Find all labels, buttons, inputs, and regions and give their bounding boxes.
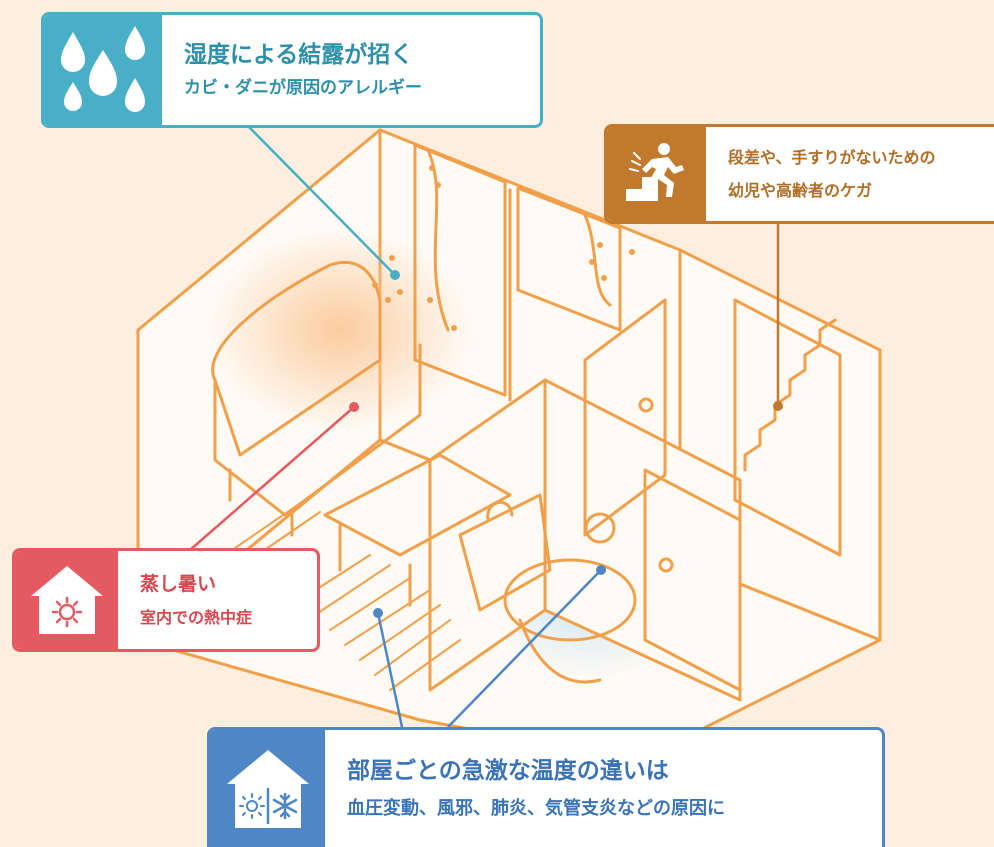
house-sun-icon (15, 551, 118, 649)
toilet-handle (486, 500, 514, 522)
door-knob-2 (658, 557, 674, 573)
curtain-right (583, 213, 612, 307)
dot-heat (349, 402, 359, 412)
sofa-back (211, 260, 382, 457)
temperature-subtitle: 血圧変動、風邪、肺炎、気管支炎などの原因に (347, 797, 725, 819)
leader-heat (189, 406, 355, 551)
callout-stairs: 段差や、手すりがないための 幼児や高齢者のケガ (604, 124, 994, 224)
callout-heat: 蒸し暑い 室内での熱中症 (12, 548, 320, 652)
house-sun-snow-icon (210, 730, 325, 847)
dot-temperature-1 (373, 608, 383, 618)
dot-condensation (390, 270, 400, 280)
toilet-door (643, 468, 742, 692)
callout-condensation: 湿度による結露が招く カビ・ダニが原因のアレルギー (41, 12, 543, 128)
stairs-line-1: 段差や、手すりがないための (728, 147, 936, 167)
toilet-tank (458, 493, 552, 612)
heat-subtitle: 室内での熱中症 (140, 607, 253, 627)
person-stairs-icon (607, 127, 706, 221)
hallway-door (583, 298, 667, 537)
water-drops-icon (44, 15, 162, 125)
toilet-bowl (503, 558, 637, 642)
condensation-title: 湿度による結露が招く (184, 42, 414, 68)
table-top (323, 453, 512, 557)
dot-stairs (773, 401, 783, 411)
heat-title: 蒸し暑い (140, 573, 217, 595)
leader-condensation (247, 125, 396, 276)
stairs-line-2: 幼児や高齢者のケガ (728, 181, 873, 200)
toilet-base (518, 618, 602, 684)
door-knob-1 (638, 397, 654, 413)
leader-temperature-1 (376, 612, 404, 728)
toilet-left-wall (428, 378, 547, 692)
stairs (743, 318, 837, 472)
stair-well (733, 298, 842, 557)
floor-hatch (234, 499, 461, 691)
paper-roll (584, 512, 616, 544)
dot-temperature-2 (596, 565, 606, 575)
condensation-subtitle: カビ・ダニが原因のアレルギー (184, 77, 422, 98)
warm-glow (210, 230, 470, 430)
window-left (413, 143, 507, 397)
callout-temperature: 部屋ごとの急激な温度の違いは 血圧変動、風邪、肺炎、気管支炎などの原因に (207, 727, 885, 847)
sofa-seat (213, 343, 422, 517)
leader-temperature-2 (447, 569, 602, 728)
mold-specks (372, 165, 635, 331)
temperature-title: 部屋ごとの急激な温度の違いは (347, 757, 669, 784)
